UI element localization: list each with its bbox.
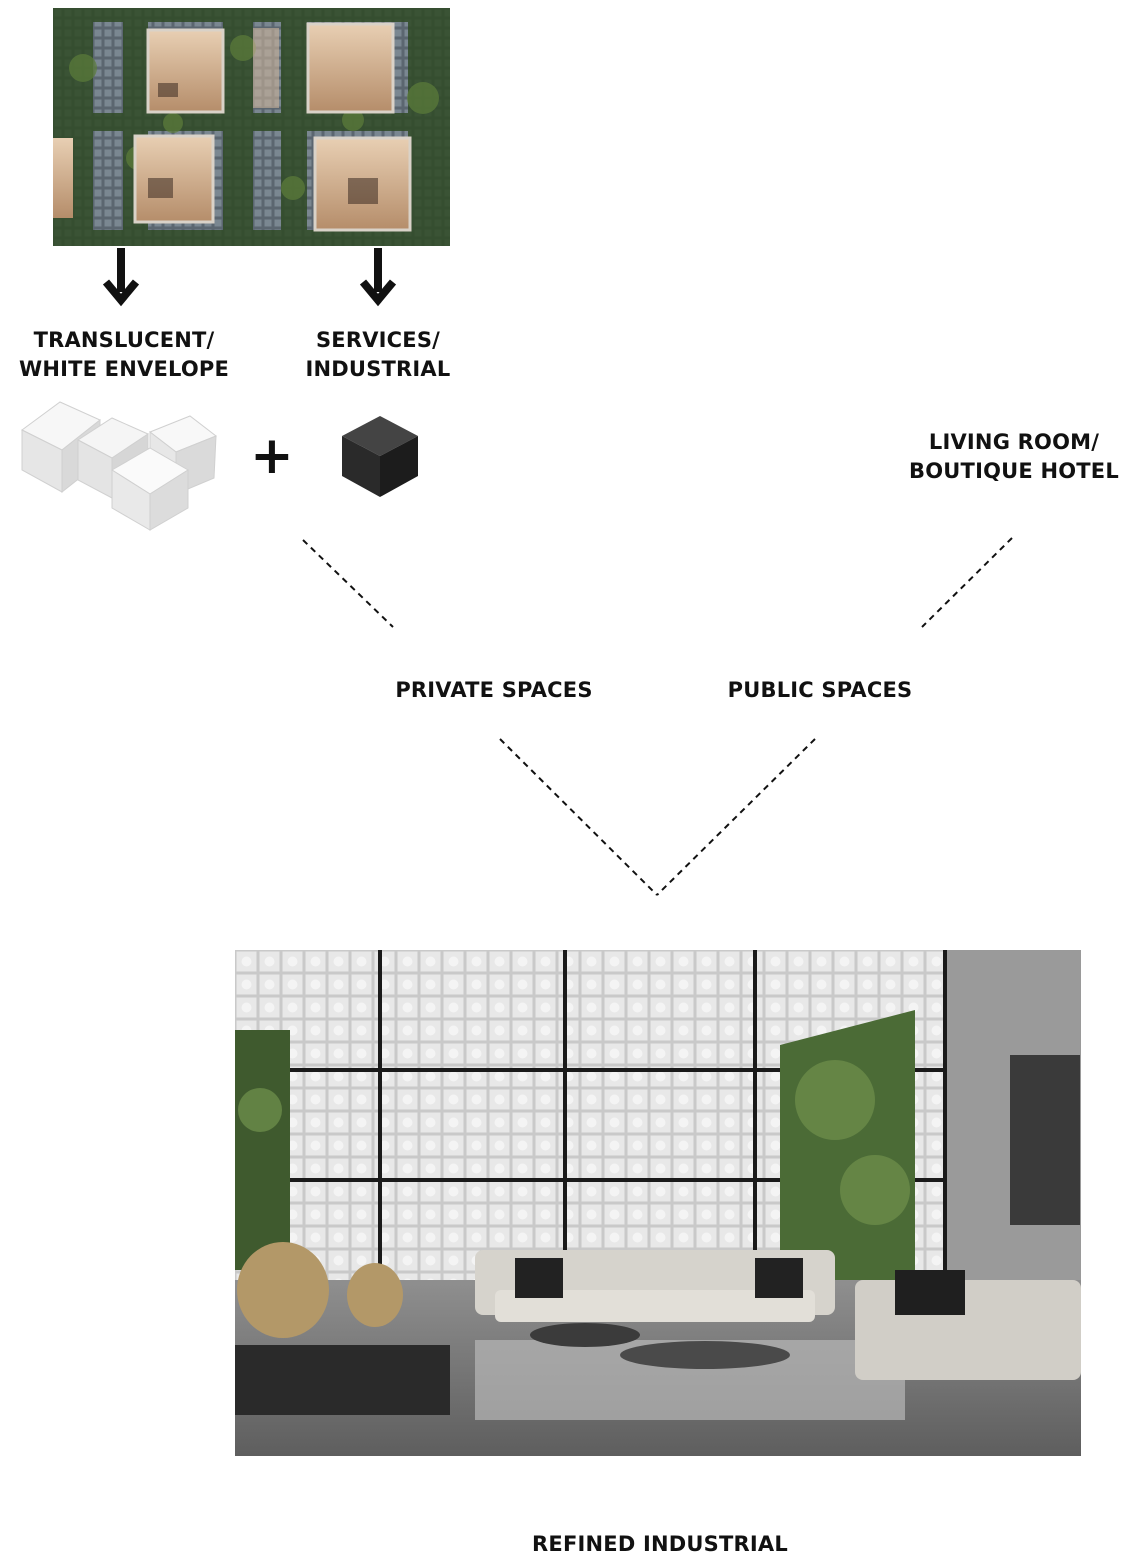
public-spaces-label: PUBLIC SPACES: [727, 678, 913, 702]
living-room-label-line-2: BOUTIQUE HOTEL: [909, 459, 1119, 483]
facade-photo: [53, 8, 450, 246]
living-room-label: LIVING ROOM/ BOUTIQUE HOTEL: [904, 428, 1122, 486]
envelope-label: TRANSLUCENT/ WHITE ENVELOPE: [14, 326, 234, 384]
arrow-down-icon: [359, 248, 397, 307]
connector-line: [656, 738, 816, 896]
envelope-label-line-2: WHITE ENVELOPE: [18, 357, 230, 381]
envelope-label-line-1: TRANSLUCENT/: [33, 328, 215, 352]
refined-industrial-label: REFINED INDUSTRIAL: [532, 1532, 788, 1556]
private-spaces-label: PRIVATE SPACES: [395, 678, 593, 702]
arrow-down-icon: [102, 248, 140, 307]
connector-line: [921, 537, 1013, 628]
connector-line: [302, 539, 394, 628]
white-cube-cluster-icon: [21, 401, 218, 531]
services-label: SERVICES/ INDUSTRIAL: [290, 326, 466, 384]
plus-sign: +: [250, 426, 294, 486]
living-room-illustration: [235, 950, 1081, 1456]
services-label-line-2: INDUSTRIAL: [305, 357, 451, 381]
living-room-photo: [235, 950, 1081, 1456]
services-label-line-1: SERVICES/: [315, 328, 441, 352]
connector-line: [499, 738, 658, 896]
dark-cube-icon: [342, 416, 418, 497]
facade-illustration: [53, 8, 450, 246]
living-room-label-line-1: LIVING ROOM/: [928, 430, 1100, 454]
